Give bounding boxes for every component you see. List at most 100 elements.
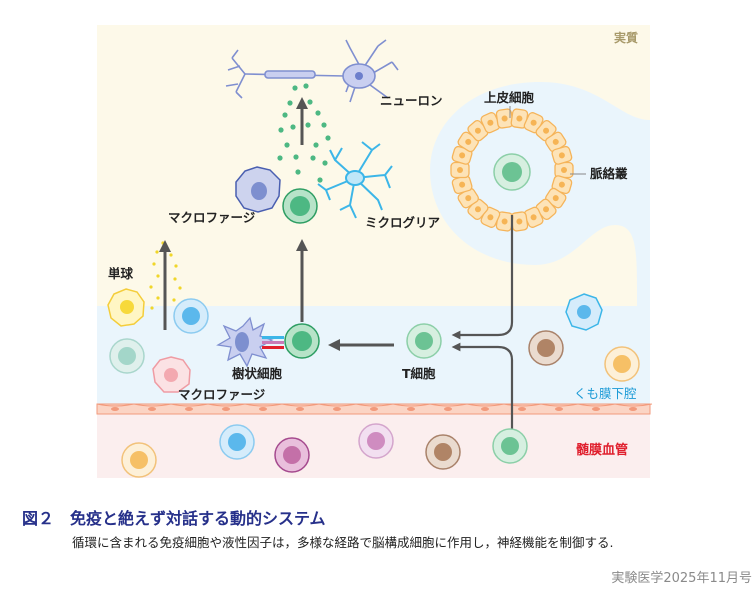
path-from-meningeal-vessel (451, 342, 514, 462)
t-cell-label: T細胞 (402, 366, 436, 381)
factor-dot (152, 262, 156, 266)
factor-dot (174, 264, 178, 268)
microglia-label: ミクログリア (365, 215, 440, 230)
membrane-cell (614, 403, 653, 407)
factor-dot (284, 142, 290, 148)
vessel-cell-pink (358, 423, 394, 459)
monocyte (107, 288, 145, 327)
dendritic-label: 樹状細胞 (232, 366, 283, 381)
macrophage-parenchyma (235, 166, 281, 213)
factor-dot (150, 306, 154, 310)
membrane-nucleus (592, 407, 600, 411)
factor-dot (156, 296, 160, 300)
membrane-nucleus (222, 407, 230, 411)
membrane-cell (392, 403, 431, 407)
factor-dot (161, 241, 165, 245)
soluble-factors-dots (277, 83, 331, 183)
membrane-nucleus (259, 407, 267, 411)
membrane-nucleus (407, 407, 415, 411)
vessel-cell-orange (121, 442, 157, 478)
membrane-cell (577, 403, 616, 407)
factor-dot (310, 155, 316, 161)
path-from-choroid-plexus (451, 215, 514, 340)
factor-dot (290, 124, 296, 130)
macrophage-meninges-label: マクロファージ (178, 387, 266, 402)
neuron-label: ニューロン (380, 93, 443, 108)
factor-dot (292, 85, 298, 91)
membrane-cell (207, 403, 246, 407)
figure-title: 図２ 免疫と絶えず対話する動的システム (22, 509, 326, 528)
macrophage-parenchyma-label: マクロファージ (168, 210, 256, 225)
factor-dot (277, 155, 283, 161)
membrane-nucleus (555, 407, 563, 411)
meningeal-vessel-label: 髄膜血管 (576, 442, 628, 458)
membrane-nucleus (518, 407, 526, 411)
membrane-cell (503, 403, 542, 407)
factor-dot (169, 253, 173, 257)
membrane-nucleus (185, 407, 193, 411)
choroid-plexus-label: 脈絡叢 (590, 166, 628, 181)
cell-blue-irregular (565, 293, 603, 331)
membrane-nucleus (444, 407, 452, 411)
source-credit: 実験医学2025年11月号 (611, 571, 752, 586)
diagram: 実質 くも膜下腔 髄膜血管 ニューロン ミクログリア マクロファージ 上皮細胞 … (96, 25, 653, 478)
t-cell (406, 323, 442, 359)
figure-caption: 循環に含まれる免疫細胞や液性因子は，多様な経路で脳構成細胞に作用し，神経機能を制… (72, 535, 614, 550)
membrane-cell (281, 403, 320, 407)
membrane-cell (96, 403, 135, 407)
choroid-plexus-epithelium (450, 108, 574, 232)
epithelial-cell (544, 131, 567, 153)
factor-dot (172, 298, 176, 302)
membrane-cell (244, 403, 283, 407)
cell-teal (109, 338, 145, 374)
dendritic-cell (216, 316, 284, 368)
cell-orange (604, 346, 640, 382)
factor-dot (315, 110, 321, 116)
factor-dot (313, 142, 319, 148)
subarachnoid-label: くも膜下腔 (574, 386, 637, 401)
membrane-cell (170, 403, 209, 407)
membrane-cell (466, 403, 505, 407)
t-cell-parenchyma (282, 188, 318, 224)
epithelial-cell (495, 211, 514, 232)
cell-brown (528, 330, 564, 366)
factor-dot (173, 277, 177, 281)
membrane-nucleus (111, 407, 119, 411)
factor-dot (293, 154, 299, 160)
factor-dot (325, 135, 331, 141)
factor-dot (307, 99, 313, 105)
t-cell-dc-contact (284, 323, 320, 359)
factor-dot (149, 285, 153, 289)
microglia (317, 141, 393, 219)
membrane-cell (540, 403, 579, 407)
parenchyma-label: 実質 (614, 30, 638, 45)
vessel-cell-purple (274, 437, 310, 473)
epithelial-label: 上皮細胞 (484, 90, 535, 105)
membrane-nucleus (370, 407, 378, 411)
membrane-nucleus (333, 407, 341, 411)
epithelial-cell (495, 108, 514, 129)
choroid-plexus-region (430, 82, 650, 306)
membrane-nucleus (481, 407, 489, 411)
monocyte-factor-dots (149, 241, 182, 314)
cell-blue (173, 298, 209, 334)
epithelial-cell (523, 206, 544, 228)
vessel-cell-brown (425, 434, 461, 470)
factor-dot (321, 122, 327, 128)
factor-dot (303, 83, 309, 89)
membrane-nucleus (296, 407, 304, 411)
vessel-cell-blue (219, 424, 255, 460)
membrane-cell (429, 403, 468, 407)
arachnoid-membrane (96, 403, 653, 415)
factor-dot (156, 274, 160, 278)
factor-dot (322, 160, 328, 166)
factor-dot (295, 169, 301, 175)
membrane-nucleus (148, 407, 156, 411)
factor-dot (178, 286, 182, 290)
factor-dot (282, 112, 288, 118)
membrane-nucleus (629, 407, 637, 411)
vessel-cell-green (492, 428, 528, 464)
monocyte-label: 単球 (108, 266, 134, 281)
factor-dot (287, 100, 293, 106)
factor-dot (155, 250, 159, 254)
